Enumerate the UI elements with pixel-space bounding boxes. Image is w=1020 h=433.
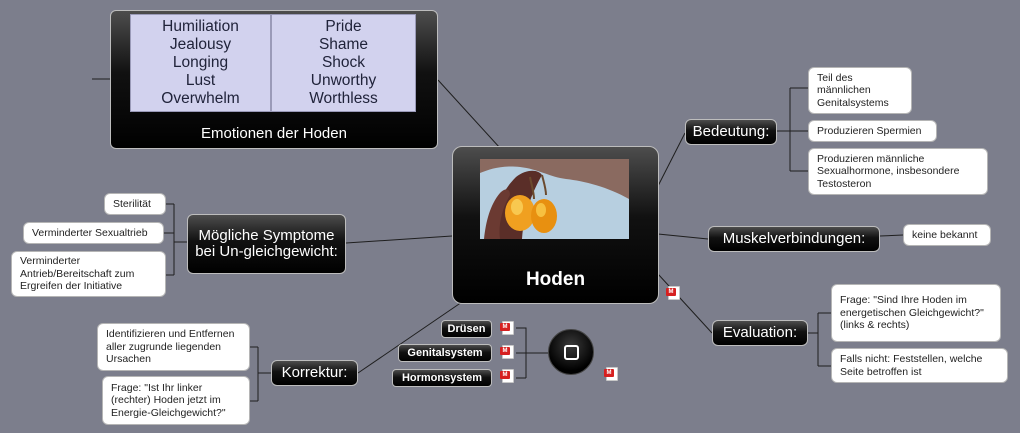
evaluation-note-2[interactable]: Falls nicht: Feststellen, welche Seite b…: [831, 348, 1008, 383]
muskel-note[interactable]: keine bekannt: [903, 224, 991, 246]
stop-button-icon[interactable]: [548, 329, 594, 375]
note-text: keine bekannt: [912, 228, 978, 241]
symptome-label: Mögliche Symptome bei Un-gleichgewicht:: [195, 227, 338, 260]
emotion-item: Lust: [185, 72, 216, 90]
emotions-title: Emotionen der Hoden: [201, 125, 347, 142]
note-text: Teil des männlichen Genitalsystems: [817, 71, 889, 109]
mindmap-file-icon[interactable]: M: [500, 321, 514, 335]
bedeutung-note-3[interactable]: Produzieren männliche Sexualhormone, ins…: [808, 148, 988, 195]
emotion-item: Overwhelm: [161, 90, 240, 108]
emotion-item: Shame: [318, 35, 369, 53]
emotions-left-column: Humiliation Jealousy Longing Lust Overwh…: [130, 14, 271, 112]
emotion-item: Humiliation: [162, 17, 239, 35]
symptome-note-3[interactable]: Verminderter Antrieb/Bereitschaft zum Er…: [11, 251, 166, 297]
korrektur-node[interactable]: Korrektur:: [271, 360, 358, 386]
symptome-node[interactable]: Mögliche Symptome bei Un-gleichgewicht:: [187, 214, 346, 274]
note-text: Frage: "Sind Ihre Hoden im energetischen…: [840, 294, 984, 332]
note-text: Produzieren männliche Sexualhormone, ins…: [817, 152, 960, 190]
mindmap-file-icon[interactable]: M: [500, 345, 514, 359]
link-druesen[interactable]: Drüsen: [441, 320, 492, 338]
evaluation-note-1[interactable]: Frage: "Sind Ihre Hoden im energetischen…: [831, 284, 1001, 342]
emotion-item: Worthless: [309, 90, 378, 108]
link-genitalsystem[interactable]: Genitalsystem: [398, 344, 492, 362]
korrektur-note-2[interactable]: Frage: "Ist Ihr linker (rechter) Hoden j…: [102, 376, 250, 425]
note-text: Frage: "Ist Ihr linker (rechter) Hoden j…: [111, 381, 226, 419]
symptome-note-2[interactable]: Verminderter Sexualtrieb: [23, 222, 164, 244]
central-image: [480, 159, 629, 239]
note-text: Verminderter Antrieb/Bereitschaft zum Er…: [20, 255, 135, 293]
evaluation-node[interactable]: Evaluation:: [712, 320, 808, 346]
note-text: Verminderter Sexualtrieb: [32, 226, 148, 239]
mindmap-file-icon[interactable]: M: [666, 286, 680, 300]
korrektur-label: Korrektur:: [281, 364, 348, 382]
emotion-item: Shock: [321, 53, 366, 71]
korrektur-note-1[interactable]: Identifizieren und Entfernen aller zugru…: [97, 323, 250, 371]
emotion-item: Jealousy: [169, 35, 232, 53]
bedeutung-node[interactable]: Bedeutung:: [685, 119, 777, 145]
emotion-item: Longing: [172, 53, 229, 71]
link-label: Drüsen: [447, 323, 486, 335]
link-label: Genitalsystem: [407, 347, 483, 359]
emotions-right-column: Pride Shame Shock Unworthy Worthless: [271, 14, 416, 112]
muskel-node[interactable]: Muskelverbindungen:: [708, 226, 880, 252]
bedeutung-note-2[interactable]: Produzieren Spermien: [808, 120, 937, 142]
muskel-label: Muskelverbindungen:: [722, 230, 866, 248]
symptome-note-1[interactable]: Sterilität: [104, 193, 166, 215]
bedeutung-note-1[interactable]: Teil des männlichen Genitalsystems: [808, 67, 912, 114]
stop-square-icon: [563, 344, 579, 360]
emotion-item: Pride: [325, 17, 362, 35]
note-text: Identifizieren und Entfernen aller zugru…: [106, 328, 235, 366]
link-label: Hormonsystem: [401, 372, 483, 384]
mindmap-file-icon[interactable]: M: [604, 367, 618, 381]
emotion-item: Unworthy: [310, 72, 377, 90]
link-hormonsystem[interactable]: Hormonsystem: [392, 369, 492, 387]
mindmap-file-icon[interactable]: M: [500, 369, 514, 383]
note-text: Produzieren Spermien: [817, 124, 922, 137]
bedeutung-label: Bedeutung:: [692, 123, 770, 141]
central-title: Hoden: [525, 269, 586, 290]
note-text: Sterilität: [113, 197, 151, 210]
evaluation-label: Evaluation:: [722, 324, 798, 342]
note-text: Falls nicht: Feststellen, welche Seite b…: [840, 352, 983, 378]
